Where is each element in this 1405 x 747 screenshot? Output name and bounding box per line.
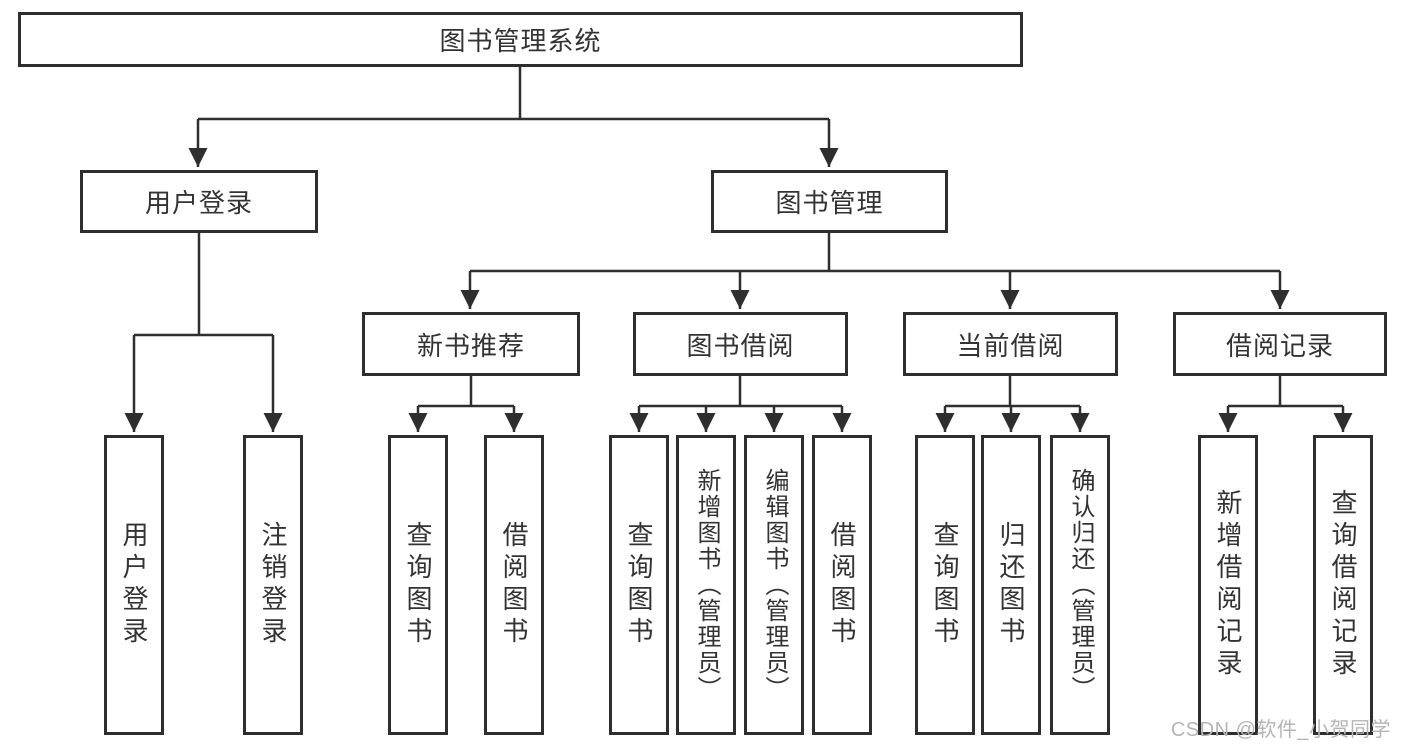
csdn-watermark: CSDN @软件_小贺同学	[1170, 719, 1391, 741]
leaf-add-book-admin: 新增图书（管理员）	[676, 435, 736, 735]
node-label: 新书推荐	[416, 330, 525, 361]
connector-new-book-recommend	[418, 376, 514, 408]
leaf-borrow-books-borrowing: 借阅图书	[812, 435, 872, 735]
node-label: 注销登录	[258, 521, 288, 649]
connector-book-borrowing	[639, 376, 842, 408]
leaf-edit-book-admin: 编辑图书（管理员）	[744, 435, 804, 735]
node-label: 归还图书	[996, 521, 1026, 649]
leaf-add-borrow-record: 新增借阅记录	[1198, 435, 1258, 735]
node-label: 借阅图书	[827, 521, 857, 649]
leaf-query-books-current: 查询图书	[915, 435, 975, 735]
leaf-borrow-books-recommend: 借阅图书	[484, 435, 544, 735]
node-label: 图书借阅	[686, 330, 795, 361]
node-book-borrowing: 图书借阅	[633, 312, 848, 376]
node-current-borrowing: 当前借阅	[903, 312, 1118, 376]
node-root: 图书管理系统	[18, 12, 1023, 67]
node-new-book-recommend: 新书推荐	[362, 312, 580, 376]
leaf-return-book: 归还图书	[981, 435, 1041, 735]
node-label: 新增图书（管理员）	[693, 468, 720, 702]
leaf-query-books-recommend: 查询图书	[388, 435, 448, 735]
connector-borrowing-records	[1228, 376, 1343, 408]
connector-user-login	[134, 233, 273, 337]
leaf-user-login: 用户登录	[104, 435, 164, 735]
node-user-login: 用户登录	[80, 170, 318, 233]
node-book-management: 图书管理	[711, 170, 948, 233]
node-label: 用户登录	[144, 188, 253, 218]
connector-root	[198, 67, 829, 121]
leaf-logout: 注销登录	[243, 435, 303, 735]
connector-book-management	[470, 233, 1280, 273]
leaf-query-borrow-record: 查询借阅记录	[1313, 435, 1373, 735]
node-label: 确认归还（管理员）	[1067, 468, 1094, 702]
leaf-confirm-return-admin: 确认归还（管理员）	[1050, 435, 1110, 735]
node-label: 新增借阅记录	[1213, 489, 1243, 681]
node-label: 查询图书	[624, 521, 654, 649]
node-label: 查询图书	[930, 521, 960, 649]
connector-current-borrowing	[945, 376, 1080, 408]
node-label: 用户登录	[119, 521, 149, 649]
leaf-query-books-borrowing: 查询图书	[609, 435, 669, 735]
node-label: 借阅图书	[499, 521, 529, 649]
node-label: 查询借阅记录	[1328, 489, 1358, 681]
node-label: 当前借阅	[956, 330, 1065, 361]
node-label: 图书管理	[775, 188, 884, 218]
node-label: 查询图书	[403, 521, 433, 649]
node-label: 图书管理系统	[439, 26, 602, 56]
node-label: 借阅记录	[1225, 330, 1334, 361]
node-label: 编辑图书（管理员）	[761, 468, 788, 702]
node-borrowing-records: 借阅记录	[1173, 312, 1387, 376]
